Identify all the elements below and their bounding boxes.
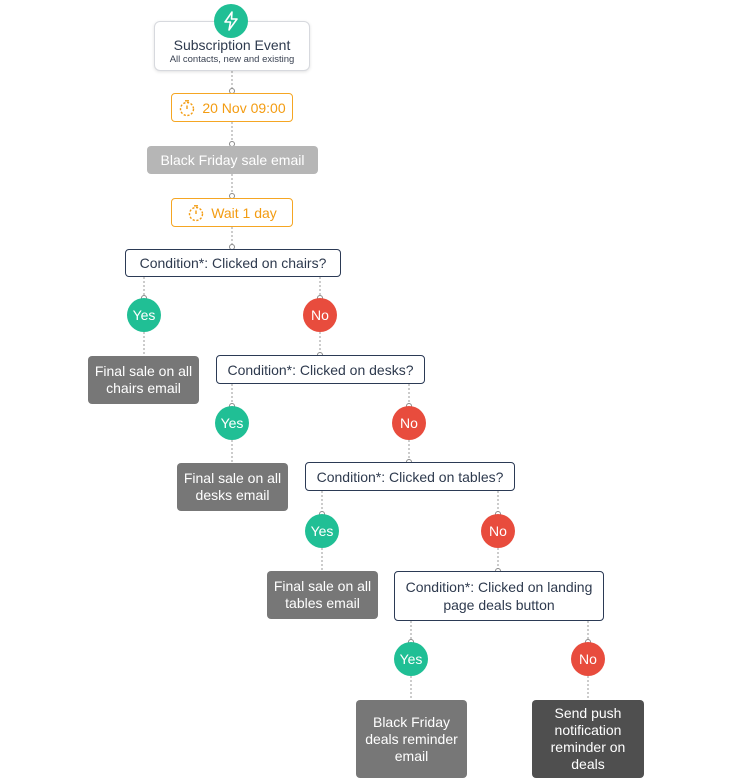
condition-tables[interactable]: Condition*: Clicked on tables? (305, 462, 515, 491)
black-friday-sale-email[interactable]: Black Friday sale email (147, 146, 318, 174)
yes-branch-badge: Yes (215, 406, 249, 440)
wait-label: Wait 1 day (211, 204, 277, 221)
condition-desks[interactable]: Condition*: Clicked on desks? (216, 355, 425, 384)
stopwatch-icon (187, 204, 205, 222)
chairs-email-label: Final sale on all chairs email (94, 363, 193, 396)
trigger-title: Subscription Event (173, 37, 291, 53)
push-notification-label: Send push notification reminder on deals (550, 705, 626, 772)
yes-branch-badge: Yes (127, 298, 161, 332)
no-branch-badge: No (481, 514, 515, 548)
condition-label: Condition*: Clicked on desks? (227, 361, 414, 378)
condition-label: Condition*: Clicked on chairs? (139, 255, 327, 271)
deals-reminder-label: Black Friday deals reminder email (365, 713, 458, 764)
lightning-icon (214, 4, 248, 38)
initial-email-label: Black Friday sale email (160, 151, 305, 168)
push-notification-action[interactable]: Send push notification reminder on deals (532, 700, 644, 778)
condition-label: Condition*: Clicked on landing page deal… (405, 579, 593, 613)
schedule-timer[interactable]: 20 Nov 09:00 (171, 93, 293, 122)
condition-chairs[interactable]: Condition*: Clicked on chairs? (125, 249, 341, 277)
deals-reminder-email[interactable]: Black Friday deals reminder email (356, 700, 467, 778)
no-branch-badge: No (571, 642, 605, 676)
chairs-email[interactable]: Final sale on all chairs email (88, 356, 199, 404)
desks-email-label: Final sale on all desks email (183, 470, 282, 503)
condition-landing-page-deals[interactable]: Condition*: Clicked on landing page deal… (394, 571, 604, 621)
schedule-label: 20 Nov 09:00 (202, 99, 286, 116)
stopwatch-icon (178, 99, 196, 117)
tables-email[interactable]: Final sale on all tables email (267, 571, 378, 619)
desks-email[interactable]: Final sale on all desks email (177, 463, 288, 511)
tables-email-label: Final sale on all tables email (273, 578, 372, 611)
yes-branch-badge: Yes (305, 514, 339, 548)
no-branch-badge: No (392, 406, 426, 440)
wait-timer[interactable]: Wait 1 day (171, 198, 293, 227)
yes-branch-badge: Yes (394, 642, 428, 676)
no-branch-badge: No (303, 298, 337, 332)
condition-label: Condition*: Clicked on tables? (316, 468, 504, 485)
trigger-subtitle: All contacts, new and existing (169, 54, 295, 65)
